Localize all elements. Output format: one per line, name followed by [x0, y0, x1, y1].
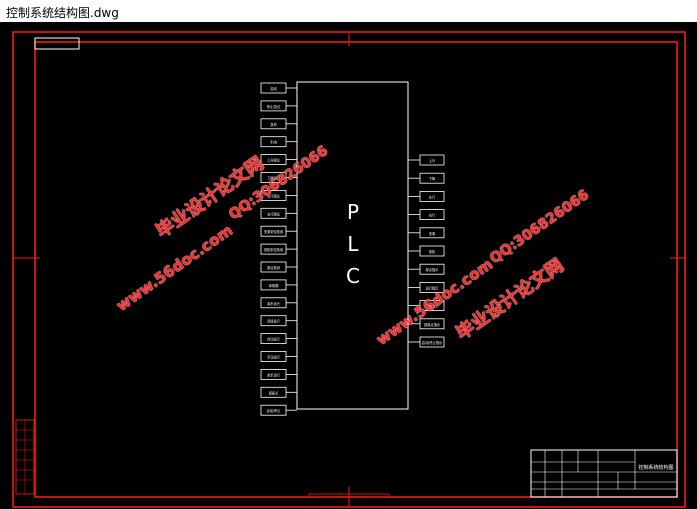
input-signal: 回原点 [260, 386, 297, 398]
title-block: 控制系统结构图 [530, 449, 678, 498]
title-block-name: 控制系统结构图 [638, 464, 673, 471]
input-signal: 自动运行 [260, 333, 297, 345]
input-signal: 急停 [260, 118, 297, 130]
input-label: 左行限位 [267, 193, 281, 198]
output-label: 回原点指示 [424, 322, 440, 327]
input-label: 回原点 [269, 390, 279, 395]
output-signal: 运行指示 [408, 281, 445, 293]
output-label: 运行指示 [426, 285, 439, 290]
bottom-ruler [308, 493, 390, 498]
output-signal: 放松 [408, 245, 445, 257]
plc-letter: L [347, 232, 359, 256]
output-label: 放松 [429, 249, 436, 254]
input-label: 自动运行 [267, 337, 281, 342]
input-label: 手动运行 [267, 355, 281, 360]
input-label: 启动/停止 [267, 408, 282, 413]
input-signal: 手动运行 [260, 351, 297, 362]
input-label: 启动 [270, 86, 276, 91]
input-signal: 左行限位 [260, 189, 297, 201]
plc-letter: P [347, 200, 359, 224]
output-signal: 报警指示 [408, 300, 445, 312]
input-label: 放松到位检测 [264, 247, 283, 252]
input-signal: 连续运行 [260, 315, 297, 327]
output-signal: 夹紧 [408, 227, 445, 239]
input-label: 停止/复位 [267, 104, 282, 109]
input-signal: 单步运行 [260, 368, 297, 380]
output-signal: 原点指示 [408, 263, 445, 275]
drawing-number-box [34, 37, 80, 50]
revision-strip [15, 419, 35, 495]
output-label: 右行 [429, 213, 436, 218]
input-signal: 放松到位检测 [260, 243, 297, 255]
plc-letter: C [346, 264, 360, 288]
drawing-svg: PLC 启动停止/复位急停手/自上升限位下降限位左行限位右行限位夹紧到位检测放松… [12, 31, 686, 508]
output-label: 上升 [429, 158, 436, 163]
input-label: 原点检测 [267, 265, 280, 270]
output-label: 夹紧 [429, 231, 435, 236]
output-label: 原点指示 [426, 267, 439, 272]
plc-block [296, 81, 409, 410]
input-signal: 下降限位 [260, 172, 297, 183]
output-signal: 启动/停止指示 [408, 336, 445, 348]
input-signal: 启动 [260, 82, 297, 94]
output-signal: 左行 [408, 190, 445, 202]
input-signal: 右行限位 [260, 207, 297, 219]
input-label: 急停 [270, 122, 277, 127]
output-signal: 回原点指示 [408, 318, 445, 330]
output-signal: 右行 [408, 209, 445, 221]
input-signal: 上升限位 [260, 154, 297, 166]
input-signal: 原点检测 [260, 261, 297, 273]
input-signal: 手/自 [260, 136, 297, 148]
window-titlebar: 控制系统结构图.dwg [0, 0, 697, 23]
input-label: 上升限位 [267, 158, 281, 163]
input-label: 单周期 [269, 283, 279, 288]
window-title: 控制系统结构图.dwg [6, 6, 119, 20]
input-signal: 启动/停止 [260, 404, 297, 416]
output-label: 启动/停止指示 [422, 340, 442, 345]
output-signal: 上升 [408, 154, 445, 166]
input-label: 单步运行 [267, 372, 281, 377]
input-label: 连续运行 [267, 319, 281, 324]
input-label: 右行限位 [267, 211, 281, 216]
input-label: 夹紧到位检测 [264, 229, 283, 234]
input-label: 单步运行 [267, 301, 281, 306]
input-signal: 单周期 [260, 279, 297, 291]
output-label: 报警指示 [426, 304, 439, 309]
input-signal: 单步运行 [260, 297, 297, 309]
input-label: 手/自 [270, 140, 277, 145]
output-label: 下降 [429, 176, 436, 181]
input-signal: 停止/复位 [260, 100, 297, 112]
output-label: 左行 [429, 194, 436, 199]
output-signal: 下降 [408, 172, 445, 184]
input-label: 下降限位 [267, 176, 281, 181]
input-signal: 夹紧到位检测 [260, 225, 297, 237]
